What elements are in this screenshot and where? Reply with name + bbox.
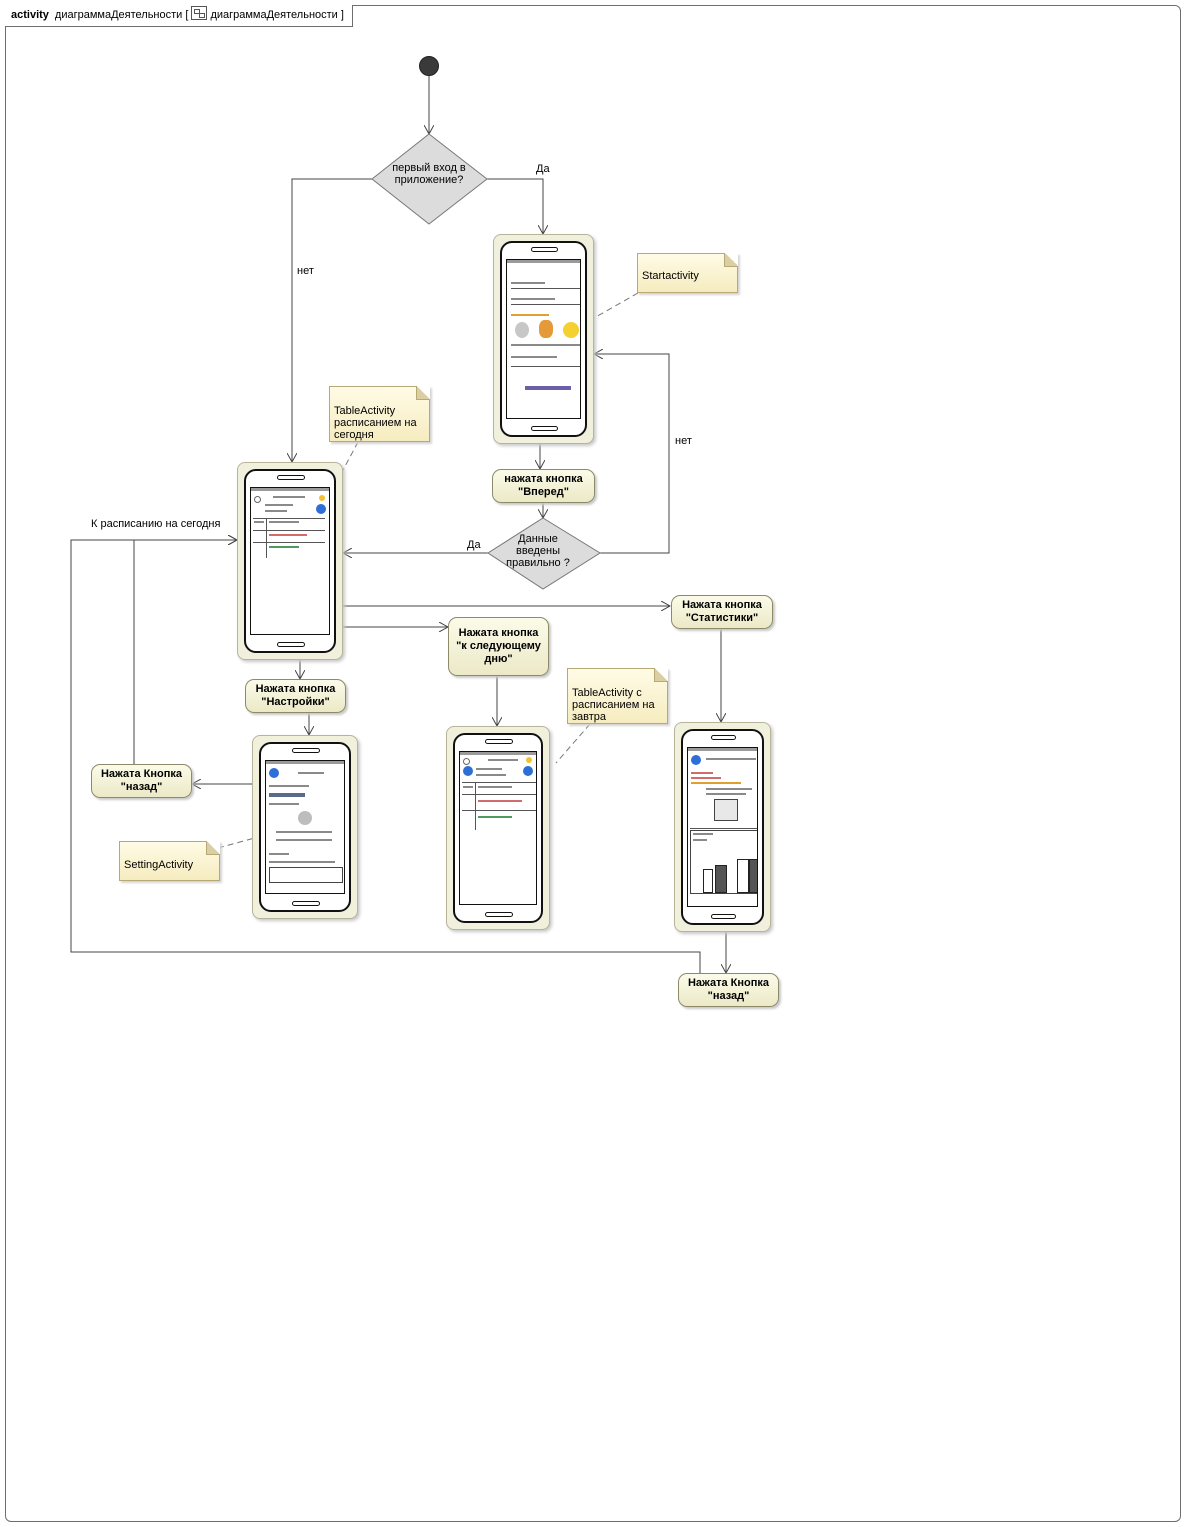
statistics-screenshot	[674, 722, 771, 932]
initial-node	[419, 56, 439, 76]
action-settings: Нажата кнопка "Настройки"	[245, 679, 346, 713]
settings-phone-screen	[265, 760, 345, 894]
decision-first-entry-text: первый вход в приложение?	[392, 162, 466, 186]
edge-label-no-first: нет	[297, 265, 314, 277]
frame-bracket-close: ]	[340, 9, 344, 21]
decision-data-correct-text: Данные введены правильно ?	[506, 533, 570, 569]
note-start: Startactivity	[637, 253, 738, 293]
action-next-day: Нажата кнопка "к следующему дню"	[448, 617, 549, 676]
note-anchor-settings	[217, 835, 263, 849]
stats-phone-frame	[681, 729, 764, 925]
note-table-today: TableActivity расписанием на сегодня	[329, 386, 430, 442]
edge-label-yes-data: Да	[467, 539, 481, 551]
note-anchor-tomorrow	[555, 723, 591, 764]
note-anchor-start	[593, 292, 639, 319]
action-back-right: Нажата Кнопка "назад"	[678, 973, 779, 1007]
table-tomorrow-screenshot	[446, 726, 550, 930]
edge-first-yes	[487, 178, 543, 234]
settings-screenshot	[252, 735, 358, 919]
edge-backright-to-today	[70, 540, 701, 973]
stats-phone-screen	[687, 747, 758, 907]
diagram-icon	[191, 6, 208, 20]
today-phone-frame	[244, 469, 336, 653]
tomorrow-phone-screen	[459, 751, 537, 905]
decision-data-correct	[487, 517, 601, 590]
edge-label-to-today: К расписанию на сегодня	[91, 518, 221, 530]
table-today-screenshot	[237, 462, 343, 660]
start-activity-screenshot	[493, 234, 594, 444]
decision-first-entry	[371, 133, 488, 225]
frame-diagram-name: диаграммаДеятельности	[210, 9, 338, 21]
action-statistics: Нажата кнопка "Статистики"	[671, 595, 773, 629]
note-table-tomorrow: TableActivity с расписанием на завтра	[567, 668, 668, 724]
today-phone-screen	[250, 487, 330, 635]
edge-first-no	[292, 178, 372, 462]
note-settings: SettingActivity	[119, 841, 220, 881]
tomorrow-phone-frame	[453, 733, 543, 923]
settings-phone-frame	[259, 742, 351, 912]
edge-back-to-today	[133, 540, 237, 764]
frame-bracket-open: [	[185, 9, 189, 21]
frame-keyword: activity	[11, 9, 49, 21]
edge-label-yes-first: Да	[536, 163, 550, 175]
start-phone-screen	[506, 259, 581, 419]
edge-data-no	[594, 354, 670, 554]
frame-name: диаграммаДеятельности	[54, 9, 183, 21]
start-phone-frame	[500, 241, 587, 437]
action-forward: нажата кнопка "Вперед"	[492, 469, 595, 503]
edge-label-no-data: нет	[675, 435, 692, 447]
action-back-left: Нажата Кнопка "назад"	[91, 764, 192, 798]
diagram-frame	[5, 5, 1181, 1522]
